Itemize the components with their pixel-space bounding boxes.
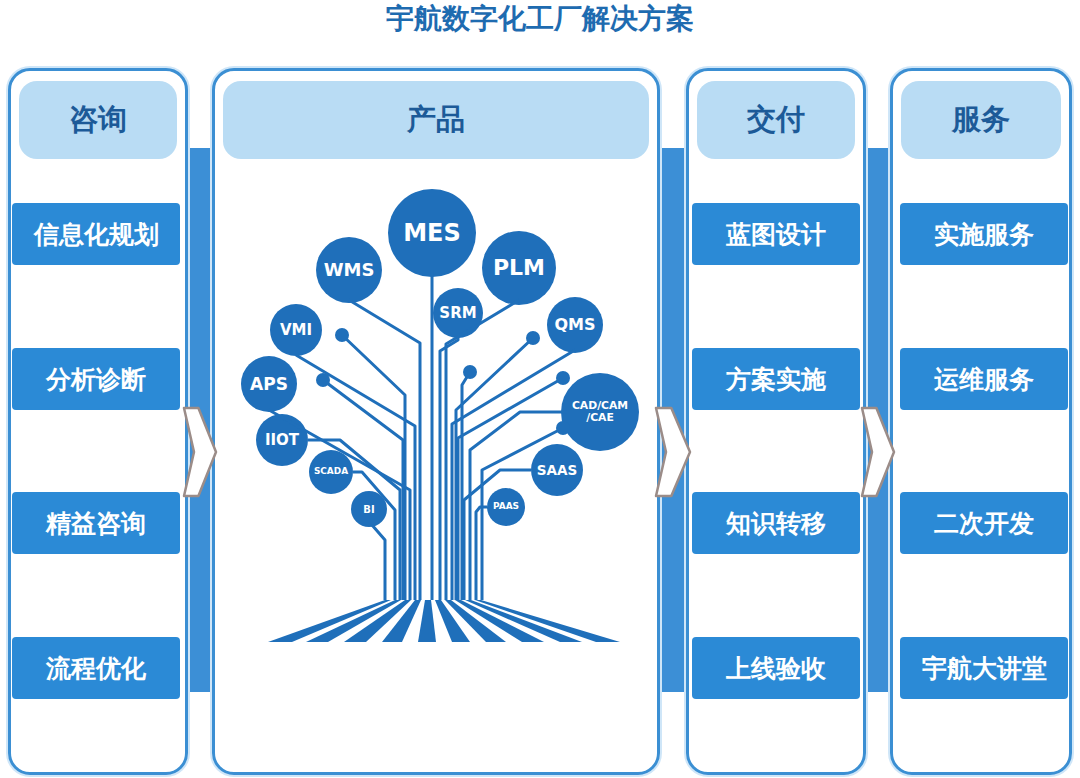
node-label: 上线验收 (726, 652, 826, 685)
column-header: 交付 (697, 81, 855, 159)
product-circle: PLM (482, 231, 556, 305)
product-circle: SCADA (309, 450, 353, 494)
item-box: 二次开发 (900, 492, 1068, 554)
product-circle: IIOT (256, 414, 308, 466)
node-label: CAD/CAM /CAE (570, 400, 630, 424)
item-box: 蓝图设计 (692, 203, 860, 265)
product-circle: BI (351, 491, 387, 527)
product-circle: SAAS (531, 444, 583, 496)
node-label: VMI (280, 322, 312, 339)
item-box: 方案实施 (692, 348, 860, 410)
node-label: IIOT (265, 432, 299, 449)
node-label: 蓝图设计 (726, 218, 826, 251)
chevron-arrow (862, 408, 894, 496)
column-panel: 产品 MES WMS PLM SRM QMS VMI APS CAD/CAM /CAE IIOT S… (212, 68, 660, 775)
node-label: 宇航大讲堂 (922, 652, 1047, 685)
node-label: MES (403, 220, 461, 246)
product-circle: QMS (547, 297, 603, 353)
node-label: 信息化规划 (34, 218, 159, 251)
node-label: 二次开发 (934, 507, 1034, 540)
column-panel: 交付蓝图设计方案实施知识转移上线验收 (686, 68, 866, 775)
node-label: PAAS (493, 502, 519, 512)
item-box: 分析诊断 (12, 348, 180, 410)
product-circle: WMS (316, 237, 382, 303)
column-panel: 咨询信息化规划分析诊断精益咨询流程优化 (8, 68, 188, 775)
node-label: 实施服务 (934, 218, 1034, 251)
product-circle: APS (241, 356, 297, 412)
diagram-title: 宇航数字化工厂解决方案 (0, 0, 1080, 38)
node-label: QMS (554, 316, 595, 334)
item-box: 上线验收 (692, 637, 860, 699)
column-header: 咨询 (19, 81, 177, 159)
column-header: 服务 (901, 81, 1061, 159)
item-box: 精益咨询 (12, 492, 180, 554)
node-label: 方案实施 (726, 363, 826, 396)
node-label: 流程优化 (46, 652, 146, 685)
node-label: SRM (439, 305, 476, 322)
item-box: 流程优化 (12, 637, 180, 699)
node-label: APS (250, 375, 288, 394)
product-circle: CAD/CAM /CAE (561, 373, 639, 451)
item-box: 知识转移 (692, 492, 860, 554)
chevron-arrow (184, 408, 216, 496)
node-label: SAAS (537, 463, 578, 478)
column-panel: 服务实施服务运维服务二次开发宇航大讲堂 (890, 68, 1072, 775)
item-box: 宇航大讲堂 (900, 637, 1068, 699)
node-label: 知识转移 (726, 507, 826, 540)
node-label: SCADA (314, 467, 348, 477)
node-label: 运维服务 (934, 363, 1034, 396)
item-box: 实施服务 (900, 203, 1068, 265)
item-box: 信息化规划 (12, 203, 180, 265)
product-circle: SRM (433, 288, 483, 338)
product-circle: VMI (270, 304, 322, 356)
chevron-arrow (656, 408, 690, 496)
node-label: 精益咨询 (46, 507, 146, 540)
node-label: BI (363, 504, 374, 515)
product-circle: MES (388, 189, 476, 277)
item-box: 运维服务 (900, 348, 1068, 410)
node-label: 分析诊断 (46, 363, 146, 396)
column-header: 产品 (223, 81, 649, 159)
product-circle: PAAS (487, 488, 525, 526)
node-label: WMS (324, 260, 375, 280)
node-label: PLM (493, 256, 545, 280)
